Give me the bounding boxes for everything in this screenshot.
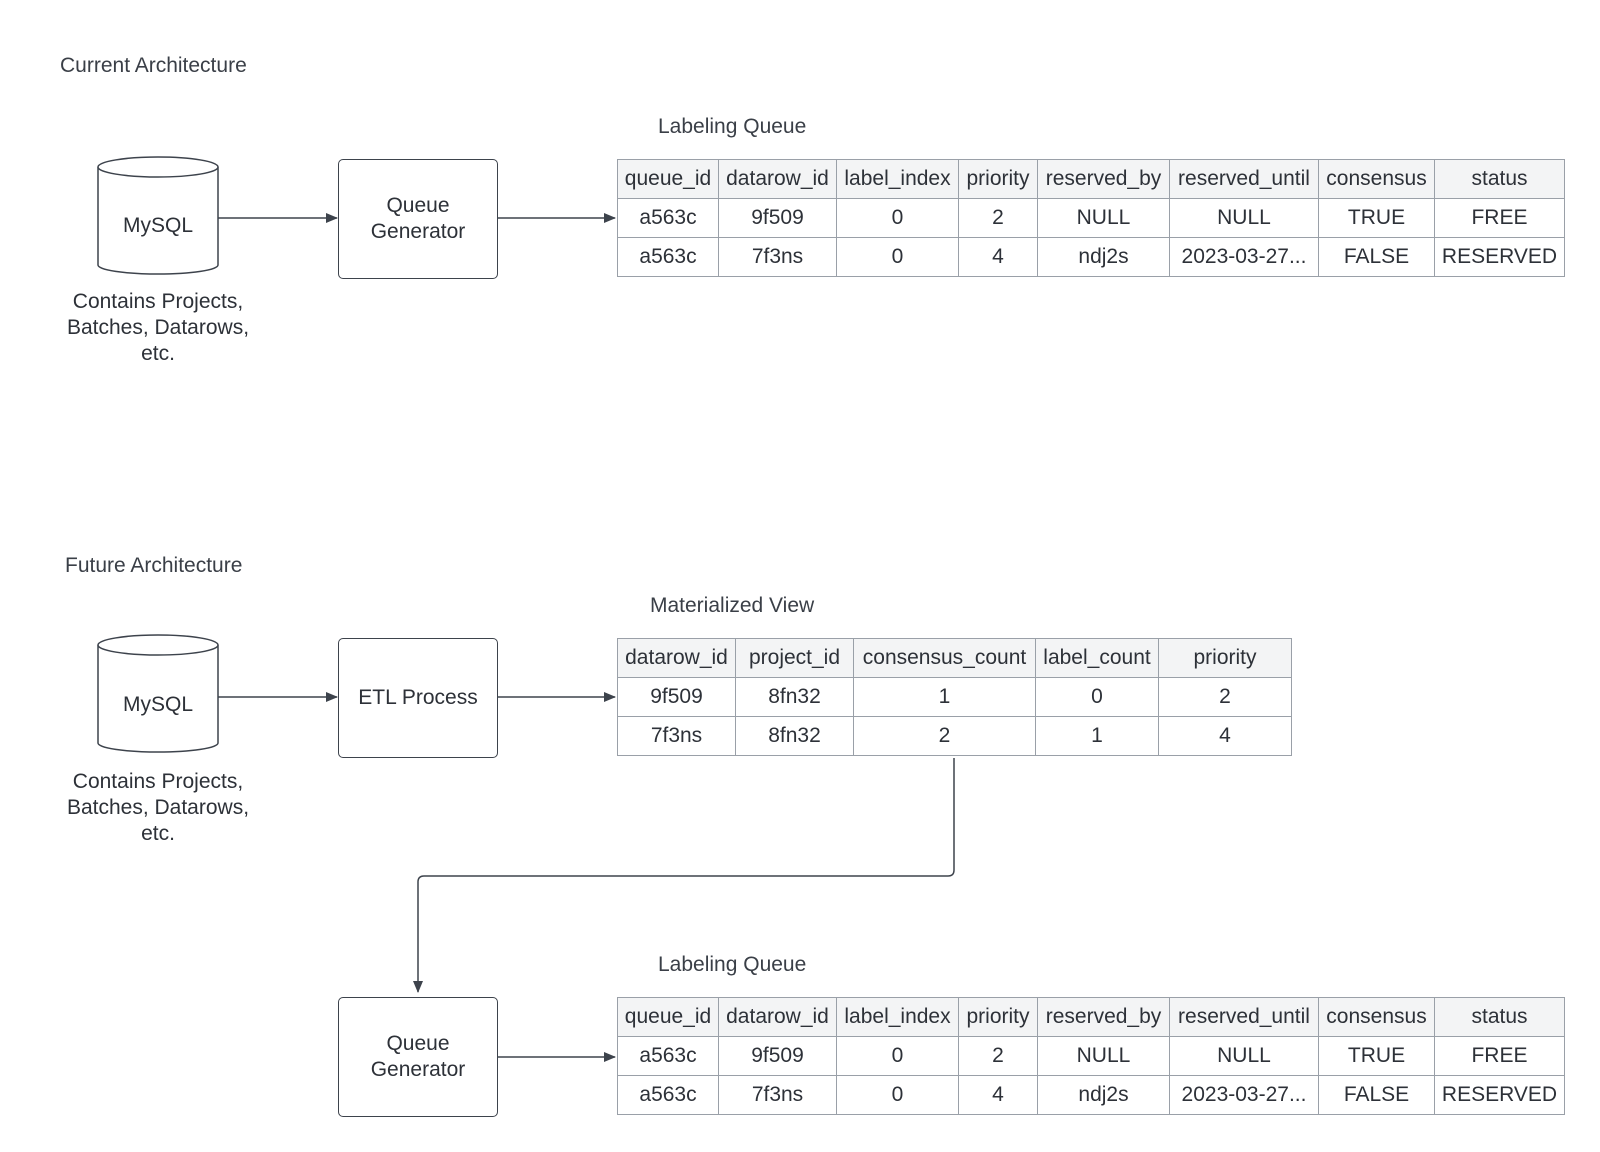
- table-cell: 7f3ns: [718, 1075, 837, 1115]
- table-row: a563c 7f3ns 0 4 ndj2s 2023-03-27... FALS…: [617, 1075, 1565, 1115]
- table-cell: 0: [836, 198, 959, 238]
- arrow-view-to-queue-generator: [413, 758, 955, 993]
- future-labeling-queue-caption: Labeling Queue: [658, 953, 807, 976]
- materialized-view-caption: Materialized View: [650, 594, 815, 617]
- table-cell: 9f509: [617, 677, 736, 717]
- table-cell: 2: [1158, 677, 1292, 717]
- table-cell: a563c: [617, 1075, 719, 1115]
- materialized-view-table: datarow_id project_id consensus_count la…: [617, 638, 1292, 756]
- table-cell: 2023-03-27...: [1169, 1075, 1319, 1115]
- column-header: priority: [958, 997, 1038, 1037]
- table-row: 9f509 8fn32 1 0 2: [617, 677, 1292, 717]
- column-header: datarow_id: [718, 159, 837, 199]
- table-cell: TRUE: [1318, 198, 1435, 238]
- etl-process-box: ETL Process: [338, 638, 498, 758]
- table-cell: FALSE: [1318, 1075, 1435, 1115]
- future-architecture-title: Future Architecture: [65, 554, 243, 577]
- etl-process-label: ETL Process: [358, 686, 478, 709]
- table-cell: NULL: [1169, 1036, 1319, 1076]
- table-cell: 7f3ns: [617, 716, 736, 756]
- table-header-row: queue_id datarow_id label_index priority…: [617, 159, 1565, 199]
- table-cell: 2: [958, 198, 1038, 238]
- future-queue-generator-label: Queue Generator: [370, 1032, 466, 1081]
- table-cell: 8fn32: [735, 716, 854, 756]
- table-cell: TRUE: [1318, 1036, 1435, 1076]
- column-header: consensus: [1318, 159, 1435, 199]
- future-mysql-note: Contains Projects, Batches, Datarows, et…: [66, 770, 250, 845]
- table-cell: 8fn32: [735, 677, 854, 717]
- table-cell: 7f3ns: [718, 237, 837, 277]
- table-cell: 0: [1035, 677, 1159, 717]
- column-header: label_index: [836, 997, 959, 1037]
- table-cell: a563c: [617, 237, 719, 277]
- column-header: priority: [1158, 638, 1292, 678]
- table-cell: 2: [958, 1036, 1038, 1076]
- column-header: datarow_id: [617, 638, 736, 678]
- future-mysql-cylinder: [97, 634, 219, 753]
- table-cell: 1: [853, 677, 1036, 717]
- table-row: a563c 9f509 0 2 NULL NULL TRUE FREE: [617, 1036, 1565, 1076]
- table-cell: NULL: [1169, 198, 1319, 238]
- table-row: a563c 9f509 0 2 NULL NULL TRUE FREE: [617, 198, 1565, 238]
- current-queue-generator-label: Queue Generator: [370, 194, 466, 243]
- table-header-row: queue_id datarow_id label_index priority…: [617, 997, 1565, 1037]
- table-cell: 0: [836, 237, 959, 277]
- table-row: 7f3ns 8fn32 2 1 4: [617, 716, 1292, 756]
- table-cell: 9f509: [718, 1036, 837, 1076]
- table-header-row: datarow_id project_id consensus_count la…: [617, 638, 1292, 678]
- column-header: reserved_until: [1169, 159, 1319, 199]
- column-header: consensus_count: [853, 638, 1036, 678]
- current-queue-generator-box: Queue Generator: [338, 159, 498, 279]
- table-cell: 9f509: [718, 198, 837, 238]
- column-header: label_count: [1035, 638, 1159, 678]
- table-cell: 0: [836, 1036, 959, 1076]
- current-architecture-title: Current Architecture: [60, 54, 247, 77]
- column-header: status: [1434, 159, 1565, 199]
- table-cell: 1: [1035, 716, 1159, 756]
- table-cell: RESERVED: [1434, 237, 1565, 277]
- column-header: status: [1434, 997, 1565, 1037]
- column-header: priority: [958, 159, 1038, 199]
- table-cell: 0: [836, 1075, 959, 1115]
- future-queue-generator-box: Queue Generator: [338, 997, 498, 1117]
- column-header: project_id: [735, 638, 854, 678]
- column-header: reserved_until: [1169, 997, 1319, 1037]
- table-cell: FALSE: [1318, 237, 1435, 277]
- current-mysql-note: Contains Projects, Batches, Datarows, et…: [66, 290, 250, 365]
- current-mysql-cylinder: [97, 156, 219, 275]
- future-mysql-label: MySQL: [122, 693, 193, 716]
- current-labeling-queue-table: queue_id datarow_id label_index priority…: [617, 159, 1565, 277]
- table-cell: 2023-03-27...: [1169, 237, 1319, 277]
- column-header: reserved_by: [1037, 997, 1170, 1037]
- table-cell: ndj2s: [1037, 237, 1170, 277]
- column-header: datarow_id: [718, 997, 837, 1037]
- table-cell: 4: [1158, 716, 1292, 756]
- table-cell: NULL: [1037, 198, 1170, 238]
- column-header: reserved_by: [1037, 159, 1170, 199]
- table-cell: RESERVED: [1434, 1075, 1565, 1115]
- column-header: queue_id: [617, 159, 719, 199]
- column-header: queue_id: [617, 997, 719, 1037]
- table-cell: ndj2s: [1037, 1075, 1170, 1115]
- table-cell: a563c: [617, 1036, 719, 1076]
- current-labeling-queue-caption: Labeling Queue: [658, 115, 807, 138]
- table-cell: a563c: [617, 198, 719, 238]
- table-cell: FREE: [1434, 198, 1565, 238]
- column-header: consensus: [1318, 997, 1435, 1037]
- table-cell: 4: [958, 1075, 1038, 1115]
- table-cell: 4: [958, 237, 1038, 277]
- table-cell: FREE: [1434, 1036, 1565, 1076]
- table-row: a563c 7f3ns 0 4 ndj2s 2023-03-27... FALS…: [617, 237, 1565, 277]
- future-labeling-queue-table: queue_id datarow_id label_index priority…: [617, 997, 1565, 1115]
- table-cell: NULL: [1037, 1036, 1170, 1076]
- current-mysql-label: MySQL: [122, 214, 193, 237]
- column-header: label_index: [836, 159, 959, 199]
- table-cell: 2: [853, 716, 1036, 756]
